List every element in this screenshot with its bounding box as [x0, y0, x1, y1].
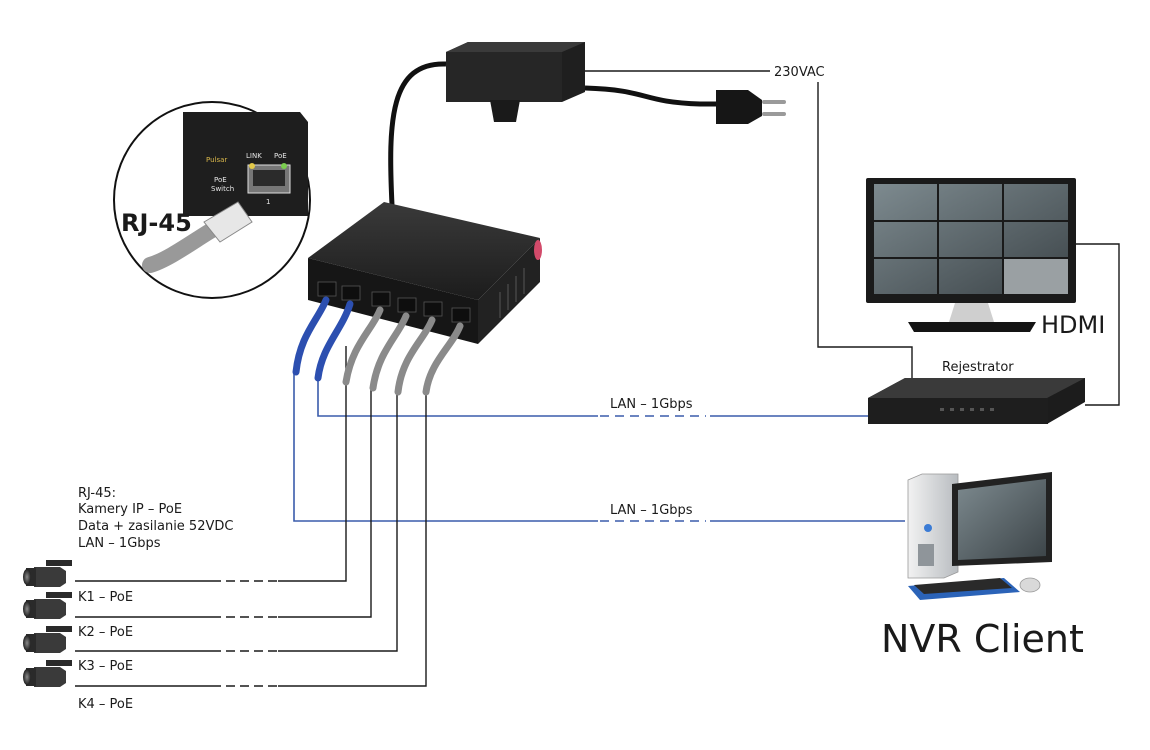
- camera-icon-k3: [23, 626, 72, 653]
- lan-link-client-line: [293, 372, 905, 522]
- camera-icon-k2: [23, 592, 72, 619]
- inset-led-label-link: LINK: [246, 152, 262, 160]
- camera-desc-line-2: Kamery IP – PoE: [78, 502, 182, 517]
- camera-label-k2: K2 – PoE: [78, 625, 133, 640]
- nvr-client-label: NVR Client: [881, 617, 1084, 661]
- poe-switch: [308, 202, 542, 344]
- camera-label-k3: K3 – PoE: [78, 659, 133, 674]
- lan-link-label-client: LAN – 1Gbps: [610, 503, 693, 518]
- inset-device-line-1: PoE: [214, 176, 227, 184]
- camera-wire-k4: [75, 392, 427, 687]
- camera-wire-k2: [75, 390, 372, 618]
- rj45-inset: [113, 101, 311, 299]
- power-supply: [388, 42, 786, 206]
- inset-brand-text: Pulsar: [206, 156, 227, 164]
- inset-led-label-poe: PoE: [274, 152, 287, 160]
- camera-wire-k1: [75, 346, 347, 582]
- rj45-inset-label: RJ-45: [121, 209, 192, 237]
- inset-device-line-2: Switch: [211, 185, 234, 193]
- camera-wire-k3: [75, 392, 398, 652]
- camera-desc-line-4: LAN – 1Gbps: [78, 536, 161, 551]
- power-line: [582, 70, 913, 378]
- camera-icon-k4: [23, 660, 72, 687]
- hdmi-line: [1075, 243, 1120, 406]
- camera-desc-line-3: Data + zasilanie 52VDC: [78, 519, 233, 534]
- power-label: 230VAC: [774, 65, 825, 80]
- recorder: [868, 378, 1085, 424]
- gray-cables: [342, 306, 464, 396]
- hdmi-label: HDMI: [1041, 311, 1105, 339]
- blue-cables: [292, 296, 354, 382]
- camera-label-k4: K4 – PoE: [78, 697, 133, 712]
- lan-link-label-recorder: LAN – 1Gbps: [610, 397, 693, 412]
- nvr-client-pc: [907, 472, 1052, 600]
- camera-label-k1: K1 – PoE: [78, 590, 133, 605]
- recorder-label: Rejestrator: [942, 360, 1014, 375]
- monitor: [866, 178, 1076, 332]
- camera-desc-line-1: RJ-45:: [78, 486, 116, 501]
- lan-link-recorder-line: [317, 373, 870, 417]
- camera-icon-k1: [23, 560, 72, 587]
- inset-port-number: 1: [266, 198, 270, 206]
